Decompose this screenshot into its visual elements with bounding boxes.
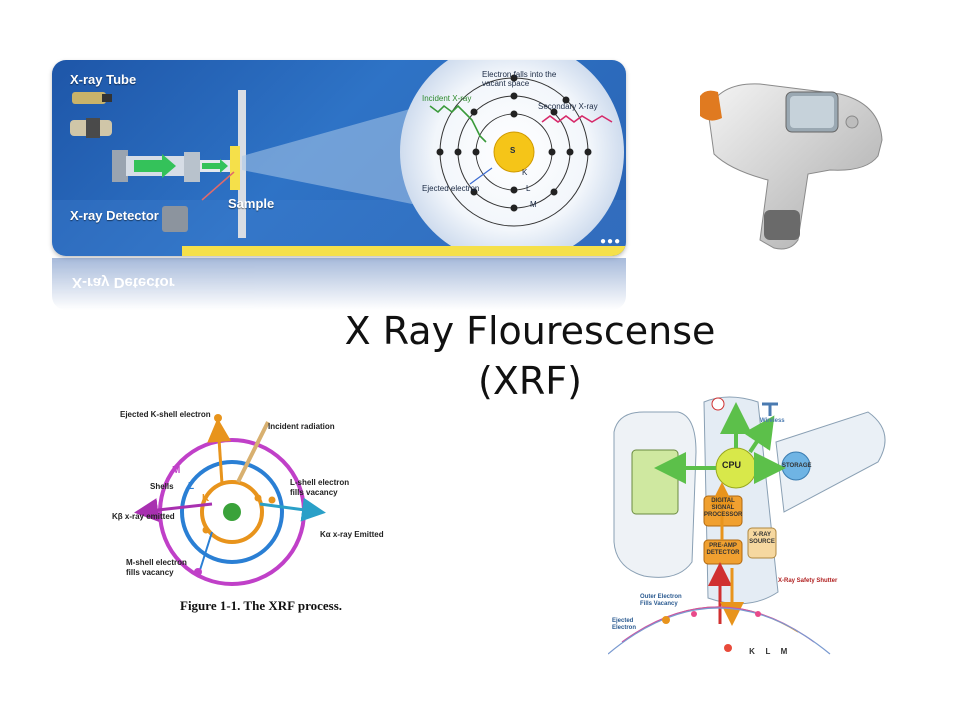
shell-m-circle: M	[780, 647, 788, 656]
banner-reflection: X-ray Detector	[52, 258, 626, 310]
shell-m-label: M	[530, 200, 537, 209]
safety-shutter-label: X-Ray Safety Shutter	[778, 578, 838, 584]
slide-title: X Ray Flourescense (XRF)	[300, 306, 760, 406]
incident-radiation-label: Incident radiation	[268, 422, 335, 431]
storage-label: STORAGE	[782, 463, 812, 469]
ka-emitted-label: Kα x-ray Emitted	[320, 530, 384, 539]
x-ray-detector-label: X-ray Detector	[70, 208, 159, 223]
sample-label: Sample	[228, 196, 275, 211]
shell-m-marker: M	[172, 465, 181, 476]
title-line-2: (XRF)	[478, 359, 582, 403]
x-ray-tube-label: X-ray Tube	[70, 72, 137, 87]
wireless-label: Wireless	[760, 418, 785, 424]
m-shell-fills-label: M-shell electron fills vacancy	[126, 558, 187, 577]
kb-emitted-label: Kβ x-ray emitted	[112, 512, 175, 521]
title-line-1: X Ray Flourescense	[344, 309, 716, 353]
yellow-accent-bar	[182, 246, 626, 256]
preamp-detector-label: PRE-AMP DETECTOR	[706, 543, 740, 556]
ejected-electron-label: Ejected Electron	[612, 618, 637, 631]
ejected-k-shell-label: Ejected K-shell electron	[120, 410, 211, 419]
figure-caption: Figure 1-1. The XRF process.	[180, 598, 343, 613]
x-ray-source-label: X-RAY SOURCE	[749, 532, 775, 545]
shell-k-marker: K	[202, 493, 210, 504]
xrf-process-diagram	[134, 414, 326, 586]
shell-l-marker: L	[188, 481, 195, 492]
reflection-text: X-ray Detector	[72, 274, 175, 291]
shell-l-label: L	[526, 184, 531, 193]
xrf-banner-image: X-ray Tube X-ray Detector Sample Electro…	[52, 60, 626, 256]
electron-falls-label: Electron falls into the vacant space	[482, 70, 557, 88]
secondary-x-ray-label: Secondary X-ray	[538, 102, 598, 111]
ejected-electron-label: Ejected electron	[422, 184, 480, 193]
handheld-xrf-device-icon	[700, 83, 883, 250]
incident-x-ray-label: Incident X-ray	[422, 94, 472, 103]
nucleus-label: S	[510, 146, 516, 155]
more-dots-icon: ●●●	[600, 236, 622, 247]
l-shell-fills-label: L-shell electron fills vacancy	[290, 478, 350, 497]
x-ray-tube-icon	[70, 92, 230, 182]
shells-label: Shells	[150, 482, 174, 491]
outer-electron-label: Outer Electron Fills Vacancy	[640, 594, 682, 607]
shell-k-circle: K	[749, 647, 755, 656]
shell-l-circle: L	[765, 647, 771, 656]
cpu-label: CPU	[722, 460, 742, 470]
banner-illustration	[52, 60, 626, 256]
handheld-schematic-diagram	[608, 396, 886, 655]
shell-k-label: K	[522, 168, 528, 177]
dsp-label: DIGITAL SIGNAL PROCESSOR	[704, 498, 743, 518]
x-ray-detector-icon	[162, 206, 188, 232]
